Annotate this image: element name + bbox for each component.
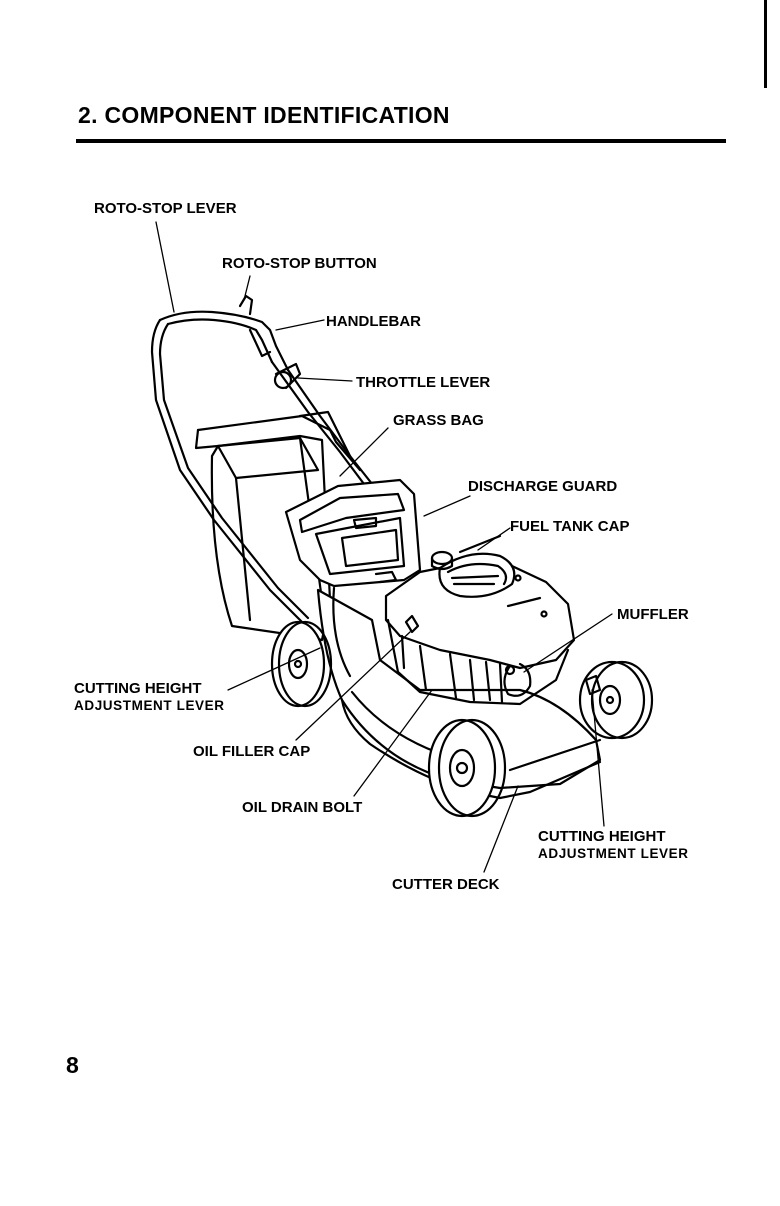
label-cutter-deck: CUTTER DECK bbox=[392, 876, 500, 893]
label-grass-bag: GRASS BAG bbox=[393, 412, 484, 429]
label-handlebar: HANDLEBAR bbox=[326, 313, 421, 330]
label-cutting-height-left: CUTTING HEIGHT ADJUSTMENT LEVER bbox=[74, 680, 225, 714]
label-throttle-lever: THROTTLE LEVER bbox=[356, 374, 490, 391]
label-muffler: MUFFLER bbox=[617, 606, 689, 623]
page-number: 8 bbox=[66, 1052, 79, 1079]
label-fuel-tank-cap: FUEL TANK CAP bbox=[510, 518, 629, 535]
label-discharge-guard: DISCHARGE GUARD bbox=[468, 478, 617, 495]
label-roto-stop-lever: ROTO-STOP LEVER bbox=[94, 200, 237, 217]
label-cutting-height-left-line1: CUTTING HEIGHT bbox=[74, 680, 225, 697]
label-cutting-height-right: CUTTING HEIGHT ADJUSTMENT LEVER bbox=[538, 828, 689, 862]
leader-discharge-guard bbox=[424, 496, 470, 516]
label-cutting-height-right-line1: CUTTING HEIGHT bbox=[538, 828, 689, 845]
leader-roto-stop-lever bbox=[156, 222, 174, 312]
leader-fuel-tank-cap bbox=[478, 528, 510, 550]
label-roto-stop-button: ROTO-STOP BUTTON bbox=[222, 255, 377, 272]
label-oil-filler-cap: OIL FILLER CAP bbox=[193, 743, 310, 760]
label-cutting-height-right-line2: ADJUSTMENT LEVER bbox=[538, 845, 689, 862]
leader-throttle-lever bbox=[298, 378, 352, 381]
label-oil-drain-bolt: OIL DRAIN BOLT bbox=[242, 799, 362, 816]
leader-handlebar bbox=[276, 320, 324, 330]
front-right-wheel-drawing bbox=[580, 662, 652, 738]
label-cutting-height-left-line2: ADJUSTMENT LEVER bbox=[74, 697, 225, 714]
